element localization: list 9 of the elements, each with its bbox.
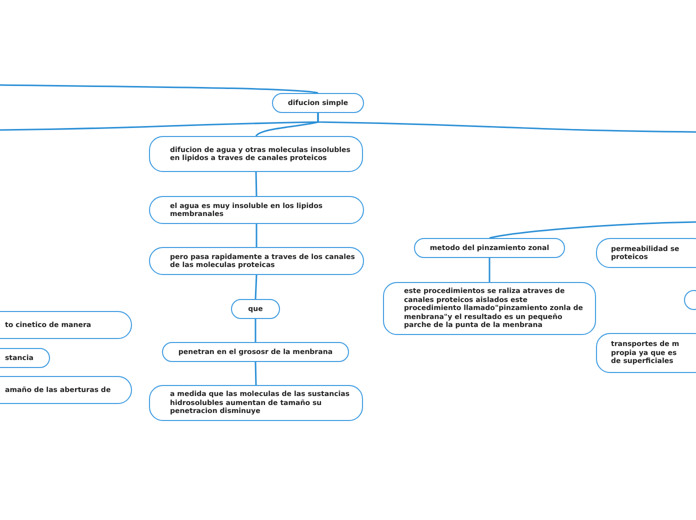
connector-line [256, 224, 258, 247]
connector-line [254, 319, 256, 342]
connector-line [488, 258, 490, 282]
connector-line [254, 362, 257, 386]
connector-line [255, 172, 258, 196]
connector-line [489, 221, 696, 239]
connector-line [254, 274, 258, 300]
connector-line [255, 113, 319, 137]
connector-line [0, 84, 318, 94]
